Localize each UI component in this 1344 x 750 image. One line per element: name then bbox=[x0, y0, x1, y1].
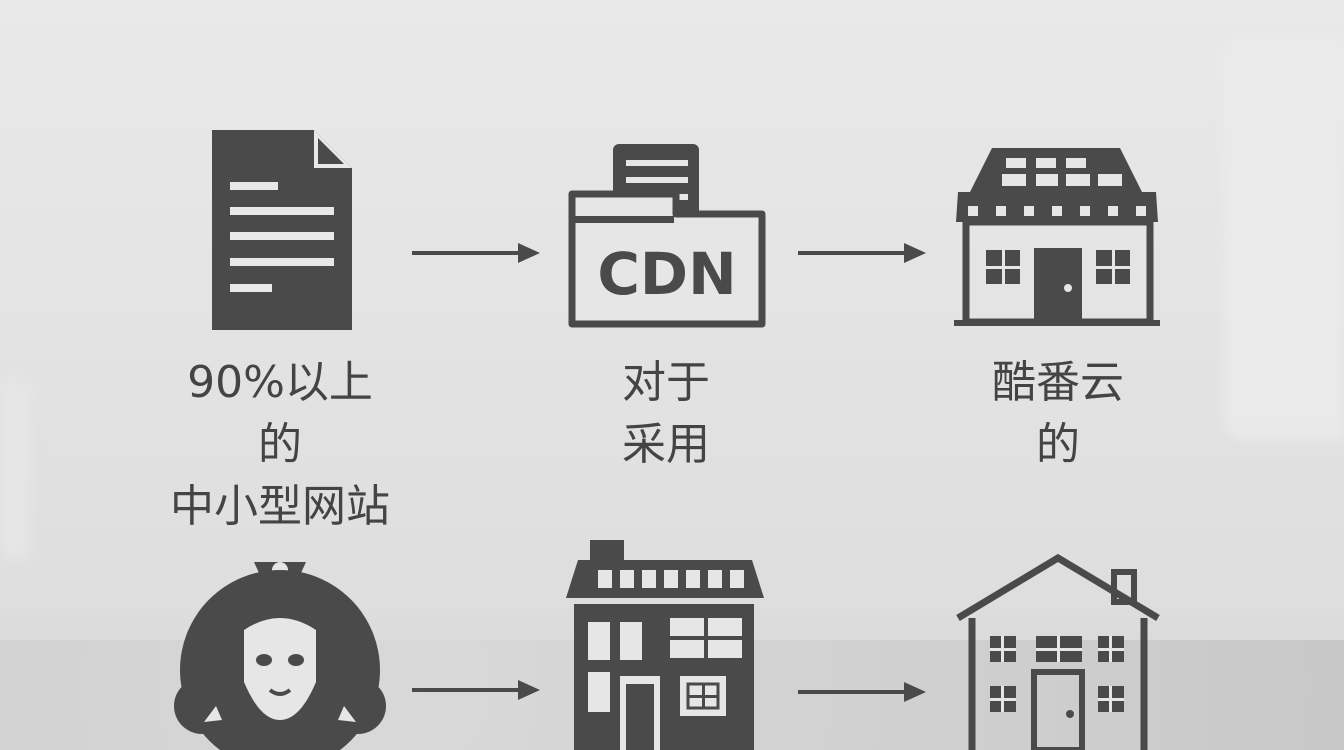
document-icon bbox=[212, 130, 352, 330]
cdn-icon-text: CDN bbox=[597, 240, 736, 308]
blurred-background-object bbox=[1224, 40, 1344, 440]
node-label-small-websites: 90%以上 的 中小型网站 bbox=[170, 357, 390, 532]
masked-figure-icon bbox=[174, 562, 386, 750]
office-building-icon bbox=[566, 540, 764, 750]
cdn-folder-icon: CDN bbox=[568, 144, 766, 328]
node-label-kufanyun: 酷番云 的 bbox=[992, 357, 1124, 470]
house-icon bbox=[956, 553, 1160, 750]
arrow-icon bbox=[798, 682, 926, 702]
arrow-icon bbox=[412, 680, 540, 700]
storefront-icon bbox=[954, 148, 1160, 326]
node-label-adoption: 对于 采用 bbox=[622, 357, 710, 470]
blurred-background-object-left bbox=[0, 380, 30, 560]
arrow-icon bbox=[798, 243, 926, 263]
arrow-icon bbox=[412, 243, 540, 263]
